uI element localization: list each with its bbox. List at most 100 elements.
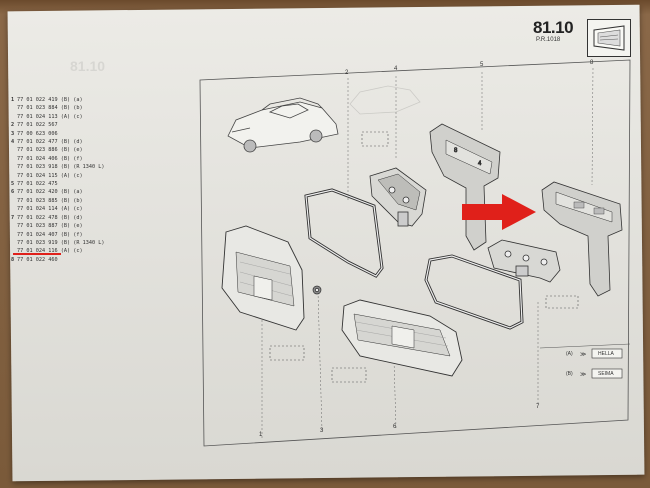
car-sketch	[227, 97, 339, 153]
part-note: (B) (b)	[57, 105, 83, 112]
svg-text:≫: ≫	[580, 352, 586, 358]
callout-6: 6	[393, 424, 397, 430]
part-index: 8	[11, 256, 15, 263]
callout-4: 4	[394, 66, 398, 72]
page-number: 81.10	[533, 18, 574, 37]
part-code: 77 01 023 885	[17, 197, 58, 204]
parts-list-row: 77 01 023 918 (B) (R 1340 L)	[11, 163, 131, 171]
part-index: 2	[11, 122, 15, 129]
legend-divider	[539, 343, 631, 349]
part-code: 77 01 023 884	[17, 105, 58, 112]
parts-list-row: 77 01 023 885 (B) (b)	[11, 197, 131, 205]
part-code: 77 01 023 886	[17, 147, 58, 154]
svg-text:8: 8	[454, 148, 458, 154]
part-note: (A) (c)	[57, 248, 83, 255]
bleed-through-text: 81.10	[70, 58, 106, 74]
part-code: 77 01 024 114	[17, 206, 58, 213]
callout-2: 2	[345, 70, 349, 76]
part-8-bracket	[541, 181, 623, 297]
part-code: 77 01 022 477	[17, 139, 58, 146]
callout-8: 8	[590, 60, 594, 66]
legend-b-brand: SEIMA	[598, 371, 614, 377]
part-note: (B) (a)	[57, 97, 83, 103]
part-code: 77 01 022 419	[17, 97, 58, 103]
parts-list-row: 77 01 023 919 (B) (R 1340 L)	[11, 239, 131, 247]
part-code: 77 01 022 475	[17, 181, 58, 188]
part-code: 77 01 024 116	[17, 248, 58, 255]
parts-list-row: 77 01 024 115 (A) (c)	[11, 172, 131, 180]
part-code: 77 01 024 406	[17, 155, 58, 162]
parts-list-row: 77 01 024 113 (A) (c)	[11, 113, 131, 121]
parts-list-row: 77 01 023 887 (B) (e)	[11, 222, 131, 230]
highlight-arrow	[462, 194, 536, 230]
callout-1: 1	[259, 432, 263, 438]
parts-list-row: 77 01 023 886 (B) (e)	[11, 146, 131, 154]
callout-3: 3	[320, 428, 324, 434]
part-code: 77 01 024 113	[17, 113, 58, 120]
part-note: (B) (f)	[57, 231, 83, 238]
diagram-frame	[199, 59, 631, 447]
part-1-tail-lamp	[221, 225, 305, 331]
part-2-gasket	[304, 188, 384, 278]
svg-text:≫: ≫	[580, 372, 586, 378]
part-code: 77 01 022 567	[17, 122, 58, 129]
callout-5: 5	[480, 62, 484, 68]
part-code: 77 01 023 887	[17, 223, 58, 230]
part-5-bracket: 8 4	[429, 123, 501, 251]
part-6-gasket	[424, 254, 524, 330]
part-note: (B) (d)	[57, 214, 83, 221]
part-6-tail-lamp	[341, 299, 463, 377]
part-code: 77 01 024 407	[17, 231, 58, 238]
part-code: 77 01 022 420	[17, 189, 58, 196]
part-note: (B) (f)	[57, 155, 83, 162]
part-code: 77 01 024 115	[17, 172, 58, 179]
part-note: (B) (b)	[57, 197, 83, 204]
parts-list-row: 77 01 024 116 (A) (c)	[11, 247, 131, 255]
part-code: 77 00 623 006	[17, 130, 58, 137]
part-4-bulb-holder	[369, 167, 427, 227]
part-note: (A) (c)	[57, 206, 83, 213]
part-code: 77 01 022 460	[17, 256, 58, 263]
part-note: (A) (c)	[57, 113, 83, 120]
parts-list-row: 77 01 024 406 (B) (f)	[11, 155, 131, 163]
part-note: (B) (R 1340 L)	[57, 164, 105, 171]
part-code: 77 01 022 478	[17, 214, 58, 221]
legend-b-label: (B)	[566, 371, 573, 377]
legend-a-brand: HELLA	[598, 351, 614, 357]
part-index: 6	[11, 189, 15, 196]
part-index: 3	[11, 130, 15, 137]
part-index: 7	[11, 214, 15, 221]
part-index: 1	[11, 97, 15, 103]
page-reference: P.R.1018	[536, 37, 561, 43]
parts-list-row: 77 01 023 884 (B) (b)	[11, 104, 131, 112]
parts-list-row: 77 01 024 114 (A) (c)	[11, 205, 131, 213]
part-note: (B) (d)	[57, 139, 83, 146]
part-index: 5	[11, 181, 15, 188]
legend-a-label: (A)	[566, 351, 573, 357]
legend-a-box	[591, 348, 623, 359]
part-note: (A) (c)	[57, 172, 83, 179]
part-note: (B) (R 1340 L)	[57, 239, 105, 246]
part-index: 4	[11, 139, 15, 146]
legend-b-box	[591, 368, 623, 379]
tail-light-pictogram	[587, 19, 631, 57]
part-note: (B) (e)	[57, 223, 83, 230]
part-code: 77 01 023 919	[17, 239, 58, 246]
svg-text:4: 4	[478, 161, 482, 167]
part-3-nut	[312, 285, 322, 295]
part-7-bulb-holder	[487, 239, 561, 283]
callout-7: 7	[536, 404, 540, 410]
highlight-underline	[13, 253, 61, 255]
part-code: 77 01 023 918	[17, 164, 58, 171]
